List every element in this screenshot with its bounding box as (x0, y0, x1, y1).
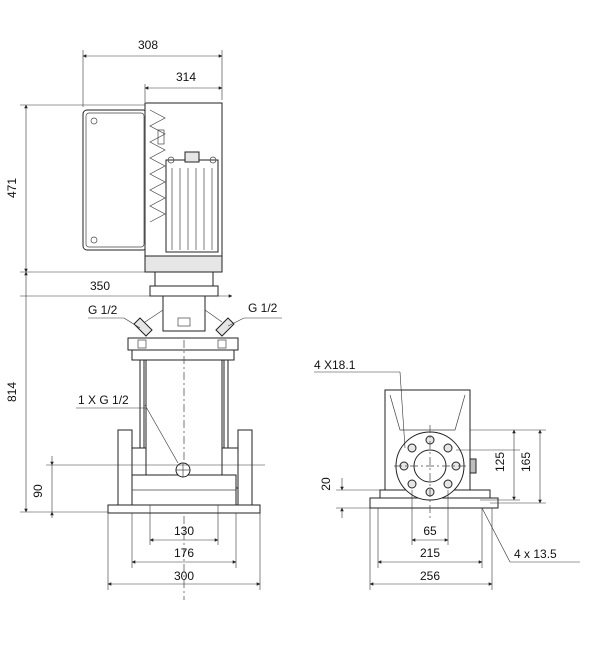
pump-head (127, 337, 239, 361)
dim-814: 814 (5, 382, 19, 402)
dim-130: 130 (174, 524, 194, 538)
label-g12-right: G 1/2 (248, 301, 278, 315)
dim-125: 125 (493, 452, 507, 472)
front-view: 308 314 471 350 814 90 G 1/2 G 1/2 1 X G… (5, 38, 282, 600)
dim-215: 215 (420, 546, 440, 560)
label-drain: 1 X G 1/2 (78, 393, 129, 407)
dim-90: 90 (31, 484, 45, 498)
label-flange-holes: 4 X18.1 (314, 358, 356, 372)
dim-165: 165 (519, 452, 533, 472)
dim-300: 300 (174, 569, 194, 583)
dim-256: 256 (420, 569, 440, 583)
pump-base (107, 404, 261, 514)
dim-176: 176 (174, 546, 194, 560)
side-view: 4 X18.1 125 165 20 65 215 256 (314, 358, 580, 590)
dim-350: 350 (90, 279, 110, 293)
dim-65: 65 (423, 524, 437, 538)
pump-sleeve (139, 340, 229, 600)
motor-terminal-box (82, 105, 148, 254)
motor-body (144, 102, 223, 259)
motor-stool (133, 255, 235, 337)
dim-314: 314 (176, 70, 196, 84)
dim-20: 20 (319, 477, 333, 491)
label-g12-left: G 1/2 (88, 303, 118, 317)
label-base-holes: 4 x 13.5 (514, 547, 557, 561)
dim-308: 308 (138, 38, 158, 52)
dim-471: 471 (5, 178, 19, 198)
